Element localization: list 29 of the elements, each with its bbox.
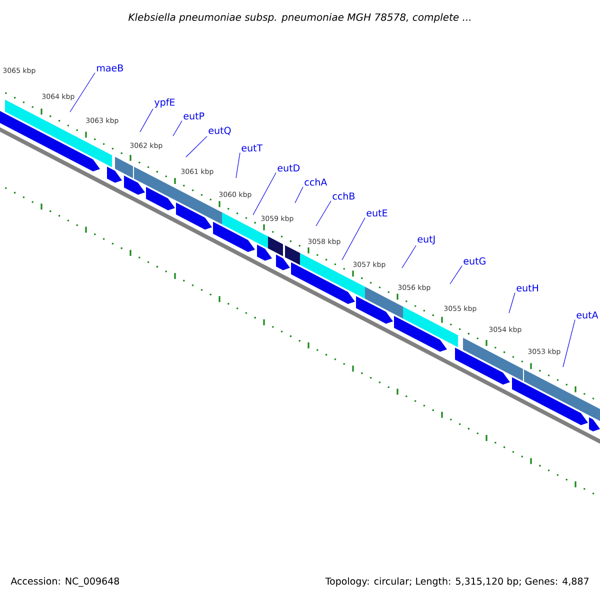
leader-line <box>450 266 462 284</box>
gene-label: eutH <box>516 284 538 292</box>
gene-label: ypfE <box>154 98 175 108</box>
gene-label: maeB <box>97 64 123 72</box>
gene-label: eutP <box>184 112 204 120</box>
gene-label: eutE <box>366 209 388 217</box>
gene-label: eutG <box>464 257 486 265</box>
leader-line <box>70 72 96 112</box>
leader-line <box>508 292 516 314</box>
leader-line <box>140 108 154 132</box>
leader-line <box>252 172 276 216</box>
gene-label: eutD <box>278 164 300 172</box>
gene-label: eutT <box>242 144 263 152</box>
leader-line <box>172 120 182 136</box>
info-text: Topology: circular; Length: 5,315,120 bp; Genes: 4,887 <box>325 577 588 587</box>
leader-line <box>316 200 332 226</box>
leader-line <box>294 186 304 204</box>
gene-label: cchB <box>332 192 355 200</box>
leader-line <box>186 136 208 158</box>
gene-label: eutJ <box>418 236 435 244</box>
leader-line <box>562 319 576 368</box>
info-text: Accession: NC_009648 <box>10 577 120 587</box>
leader-line <box>342 217 366 260</box>
leader-line <box>236 152 240 178</box>
leader-line <box>402 245 416 268</box>
gene-label: eutA <box>576 311 598 319</box>
gene-label: eutQ <box>208 126 231 136</box>
title: Klebsiella pneumoniae subsp. pneumoniae MGH 78578, complete ... <box>128 13 470 23</box>
gene-label: cchA <box>304 178 328 186</box>
